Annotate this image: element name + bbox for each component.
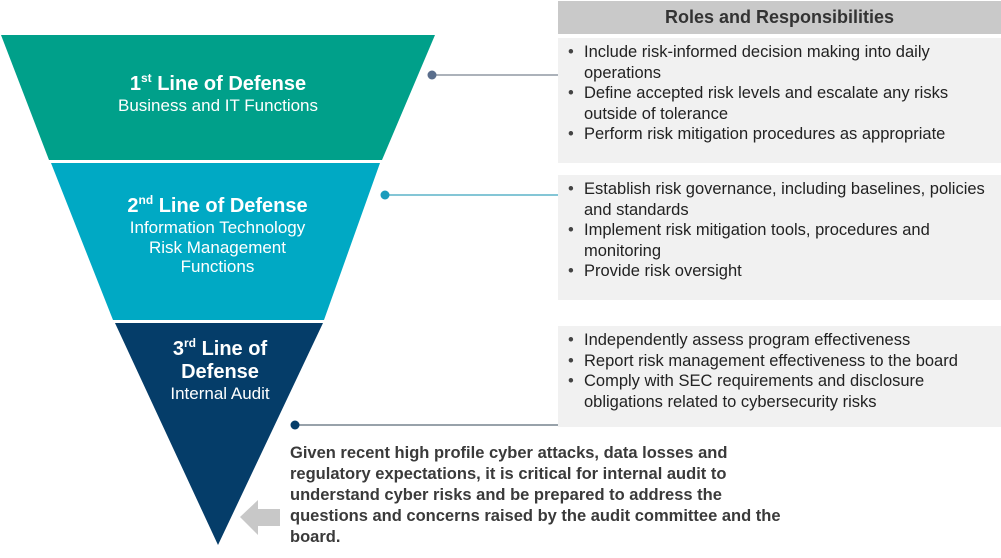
band-2-subtitle-line2: Risk Management <box>148 237 286 257</box>
responsibility-item: Perform risk mitigation procedures as ap… <box>566 124 993 145</box>
band-1-label: 1st Line of Defense Business and IT Func… <box>60 71 376 116</box>
responsibilities-panel-1: Include risk-informed decision making in… <box>558 38 1001 163</box>
band-1-title: 1st Line of Defense <box>129 71 307 95</box>
band-2-subtitle-line1: Information Technology <box>129 218 306 237</box>
connector-dot-2 <box>380 190 390 200</box>
responsibility-item: Provide risk oversight <box>566 261 993 282</box>
connector-dot-3 <box>290 420 300 430</box>
responsibility-item: Report risk management effectiveness to … <box>566 351 993 372</box>
band-3-title-line2: Defense <box>181 361 259 383</box>
band-2-title: 2nd Line of Defense <box>127 193 308 217</box>
band-1st-line <box>1 35 435 160</box>
band-3rd-line <box>115 323 323 545</box>
responsibility-item: Independently assess program effectivene… <box>566 330 993 351</box>
band-2-subtitle-line3: Functions <box>180 257 255 277</box>
responsibilities-panel-2: Establish risk governance, including bas… <box>558 175 1001 300</box>
responsibility-item: Establish risk governance, including bas… <box>566 179 993 220</box>
band-2-label: 2nd Line of Defense Information Technolo… <box>90 193 345 277</box>
responsibilities-panel-3: Independently assess program effectivene… <box>558 326 1001 427</box>
roles-header: Roles and Responsibilities <box>558 1 1001 34</box>
left-arrow-icon <box>240 500 280 535</box>
responsibility-item: Define accepted risk levels and escalate… <box>566 83 993 124</box>
responsibility-item: Implement risk mitigation tools, procedu… <box>566 220 993 261</box>
band-3-subtitle: Internal Audit <box>170 384 270 403</box>
band-1-subtitle: Business and IT Functions <box>117 96 318 115</box>
band-3-title-line1: 3rd Line of <box>172 336 268 360</box>
band-3-label: 3rd Line of Defense Internal Audit <box>140 336 300 404</box>
internal-audit-note: Given recent high profile cyber attacks,… <box>290 444 781 546</box>
responsibility-item: Include risk-informed decision making in… <box>566 42 993 83</box>
connector-dot-1 <box>427 70 437 80</box>
responsibility-item: Comply with SEC requirements and disclos… <box>566 371 993 412</box>
band-2nd-line <box>51 163 380 320</box>
